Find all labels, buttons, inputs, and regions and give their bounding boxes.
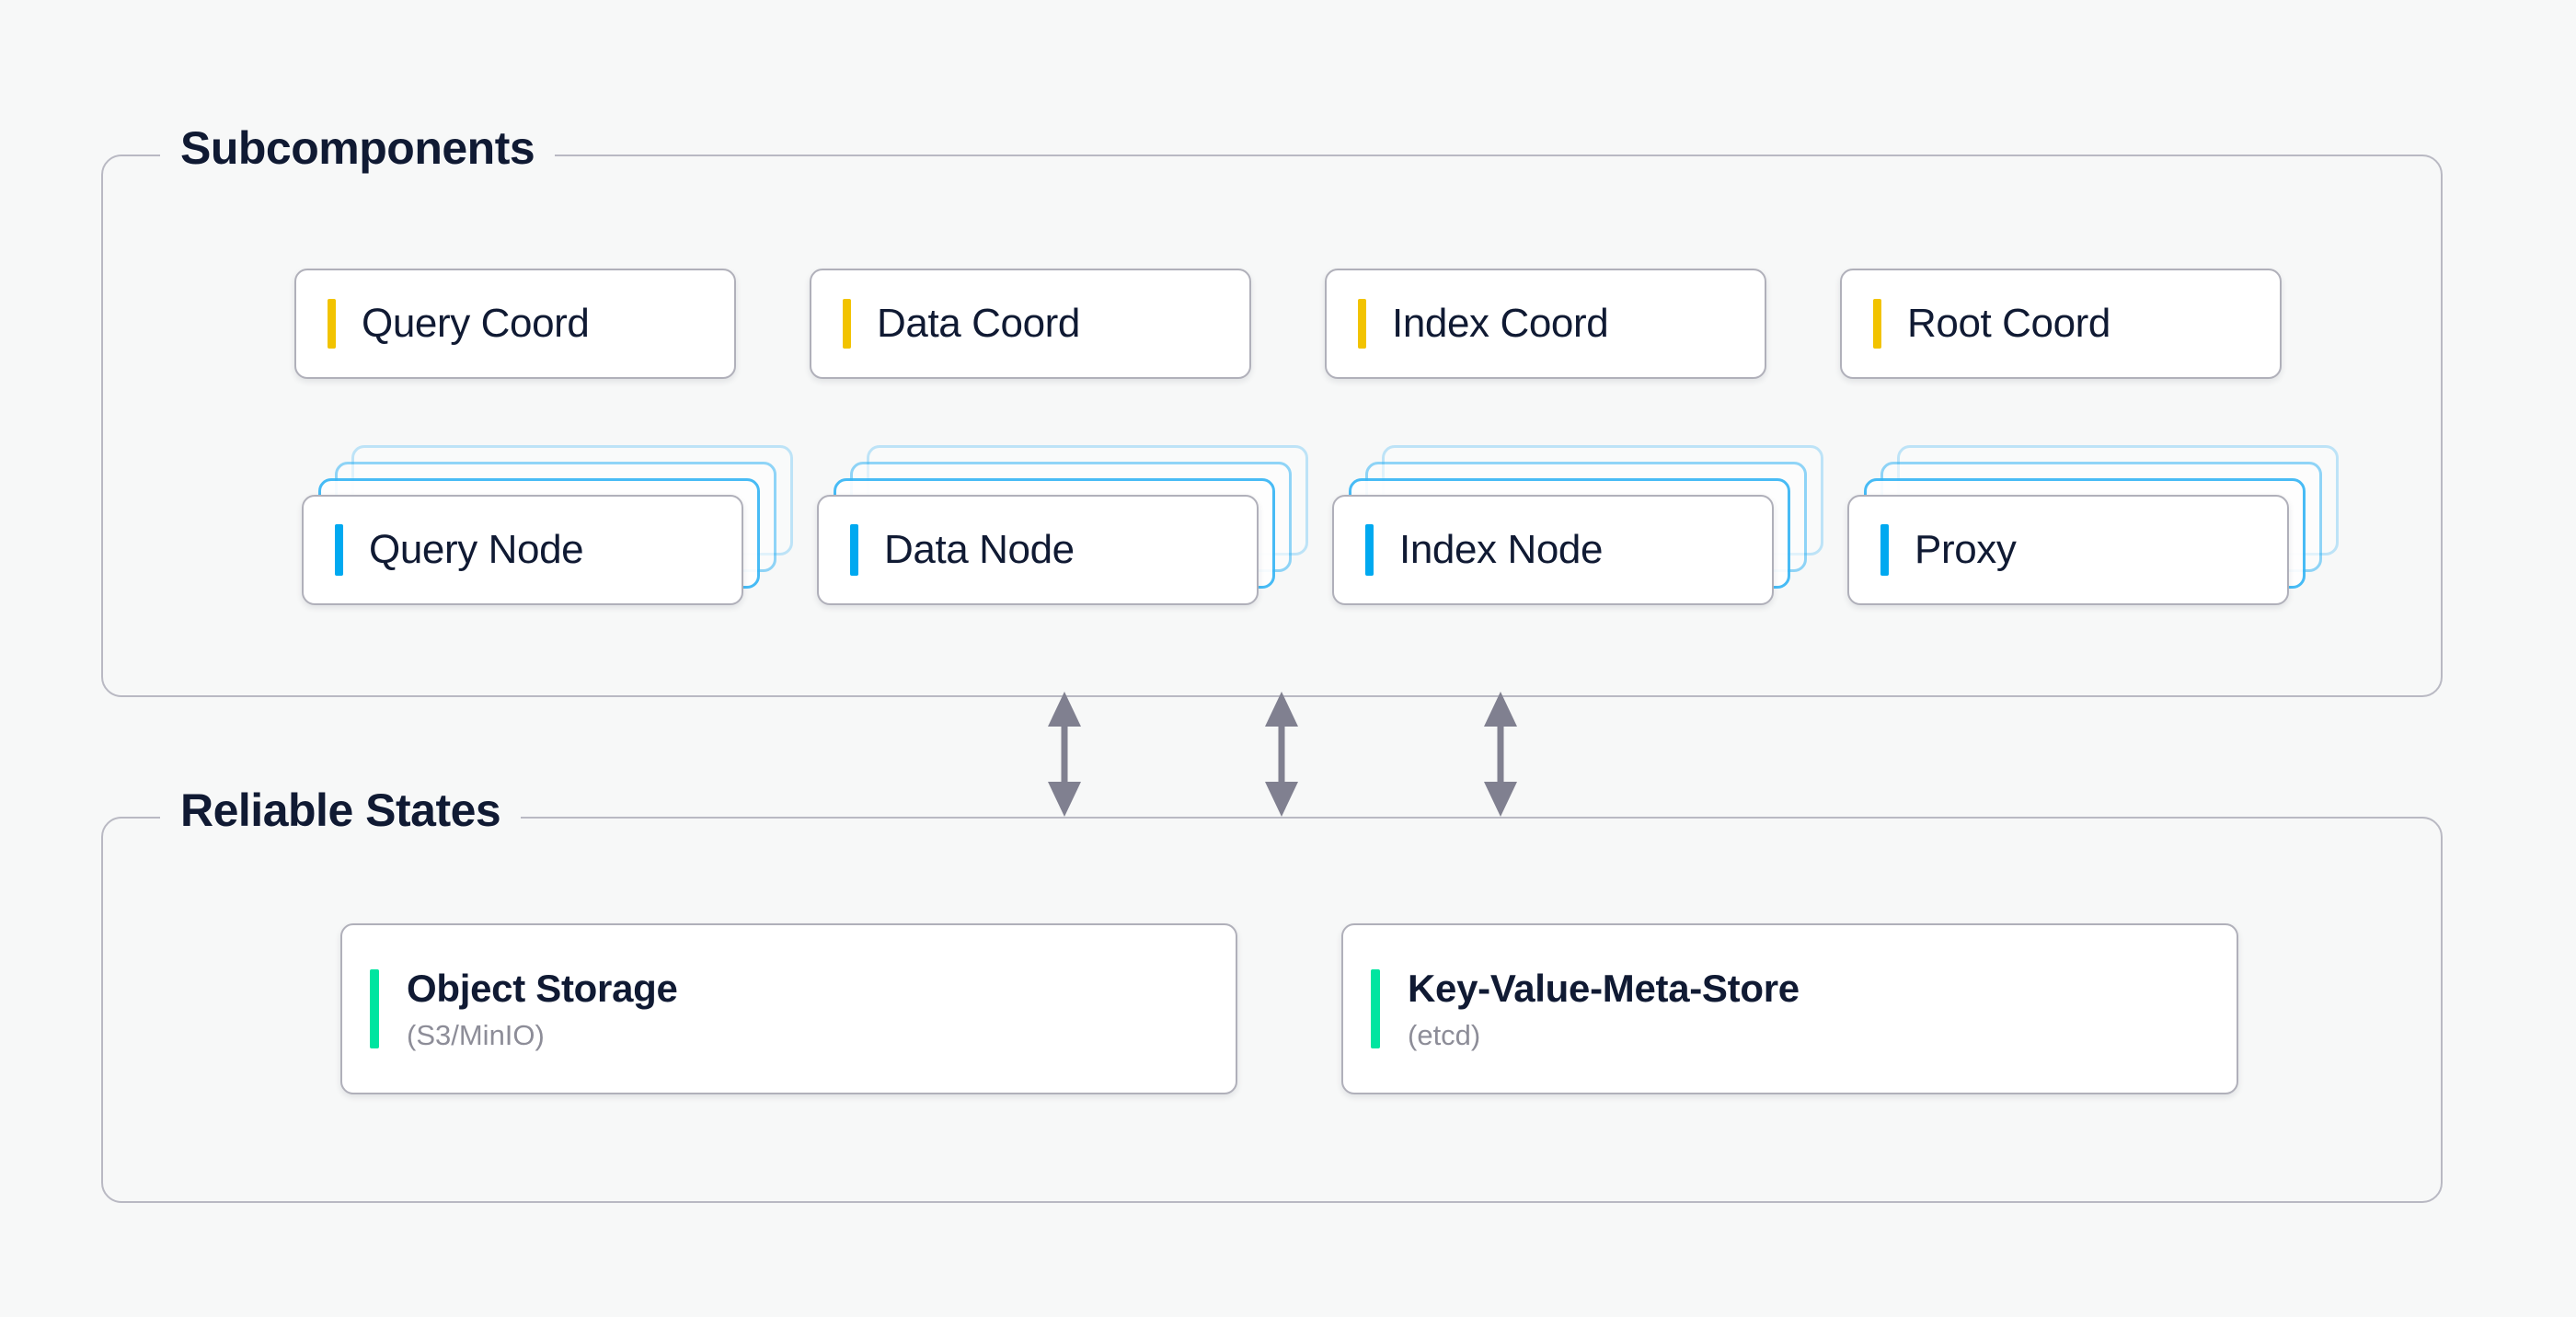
panel-reliable-states: Reliable States	[101, 787, 2443, 1203]
connector-arrow-2-icon	[1265, 692, 1298, 817]
card-root-coord-label: Root Coord	[1907, 301, 2111, 346]
card-query-coord-label: Query Coord	[362, 301, 590, 346]
card-index-node-label: Index Node	[1399, 527, 1604, 572]
accent-bar-icon	[850, 524, 858, 576]
accent-bar-icon	[843, 299, 851, 349]
card-index-coord-label: Index Coord	[1392, 301, 1609, 346]
connector-arrow-3-icon	[1484, 692, 1517, 817]
card-data-coord[interactable]: Data Coord	[810, 269, 1251, 379]
card-data-node[interactable]: Data Node	[817, 495, 1259, 605]
card-object-storage-subtitle: (S3/MinIO)	[407, 1018, 545, 1051]
card-index-coord[interactable]: Index Coord	[1325, 269, 1766, 379]
card-index-node[interactable]: Index Node	[1332, 495, 1774, 605]
card-proxy[interactable]: Proxy	[1847, 495, 2289, 605]
card-key-value-meta-store-title: Key-Value-Meta-Store	[1408, 966, 1800, 1010]
card-root-coord[interactable]: Root Coord	[1840, 269, 2282, 379]
card-data-node-label: Data Node	[884, 527, 1075, 572]
card-query-node[interactable]: Query Node	[302, 495, 743, 605]
card-proxy-label: Proxy	[1915, 527, 2017, 572]
panel-subcomponents-legend: Subcomponents	[160, 125, 556, 171]
card-data-coord-label: Data Coord	[877, 301, 1081, 346]
card-stack-index-node: Index Node	[1332, 443, 1823, 605]
card-stack-proxy: Proxy	[1847, 443, 2339, 605]
accent-bar-icon	[335, 524, 343, 576]
accent-bar-icon	[1880, 524, 1889, 576]
card-object-storage[interactable]: Object Storage (S3/MinIO)	[340, 923, 1237, 1094]
card-stack-query-node: Query Node	[302, 443, 793, 605]
panel-reliable-states-legend: Reliable States	[160, 787, 522, 833]
accent-bar-icon	[328, 299, 336, 349]
connector-arrow-1-icon	[1048, 692, 1081, 817]
accent-bar-icon	[370, 969, 379, 1048]
accent-bar-icon	[1365, 524, 1374, 576]
card-key-value-meta-store[interactable]: Key-Value-Meta-Store (etcd)	[1341, 923, 2238, 1094]
accent-bar-icon	[1358, 299, 1366, 349]
panel-subcomponents: Subcomponents	[101, 125, 2443, 697]
card-object-storage-title: Object Storage	[407, 966, 678, 1010]
card-query-coord[interactable]: Query Coord	[294, 269, 736, 379]
card-stack-data-node: Data Node	[817, 443, 1308, 605]
accent-bar-icon	[1371, 969, 1380, 1048]
card-query-node-label: Query Node	[369, 527, 584, 572]
accent-bar-icon	[1873, 299, 1881, 349]
card-key-value-meta-store-subtitle: (etcd)	[1408, 1018, 1481, 1051]
